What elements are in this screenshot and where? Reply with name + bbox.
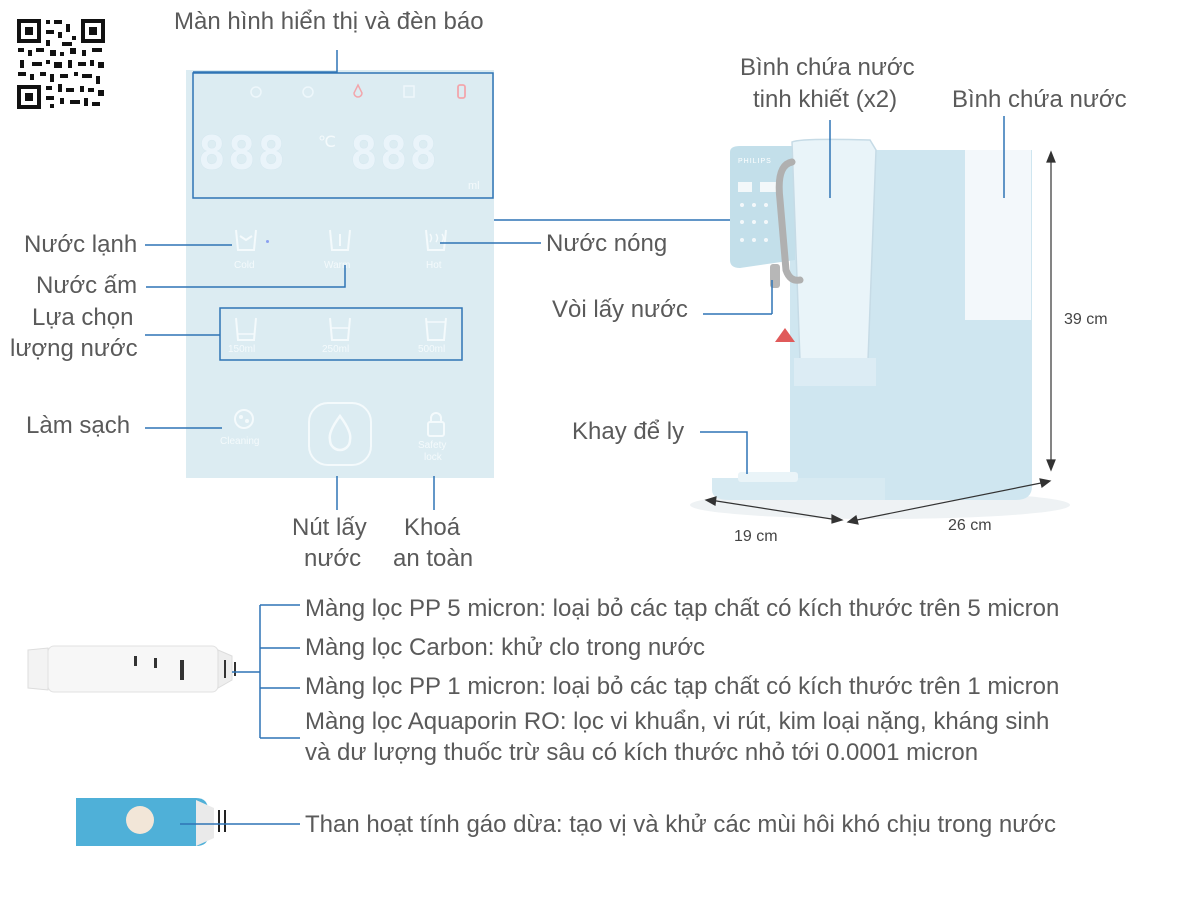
indicator-icons-graphic	[250, 83, 466, 99]
warm-button-label: Warm	[324, 260, 351, 271]
warm-button[interactable]: Warm	[320, 226, 360, 272]
safety-lock-button[interactable]: Safety lock	[412, 410, 462, 470]
label-volume-line2: lượng nước	[10, 335, 138, 362]
qr-code	[16, 18, 106, 110]
dispense-button[interactable]	[308, 402, 372, 466]
display-unit-ml: ml	[468, 180, 480, 192]
cold-button-label: Cold	[234, 260, 255, 271]
volume-150-label: 150ml	[228, 344, 256, 355]
label-lock-line1: Khoá	[404, 514, 461, 541]
label-cold-water: Nước lạnh	[24, 231, 138, 258]
label-tray: Khay để ly	[572, 418, 685, 445]
safety-lock-label-line1: Safety	[418, 440, 447, 451]
volume-highlight-box	[219, 307, 463, 361]
label-volume-line1: Lựa chọn	[32, 304, 134, 331]
volume-500-label: 500ml	[418, 344, 446, 355]
warm-cup-icon	[329, 229, 351, 251]
label-pure-tank-line2: tinh khiết (x2)	[753, 86, 898, 113]
cleaning-icon	[234, 409, 254, 429]
label-lock-line2: an toàn	[393, 545, 474, 572]
hot-button-label: Hot	[426, 260, 442, 271]
hot-button[interactable]: Hot	[416, 226, 456, 272]
cold-button[interactable]: Cold	[226, 226, 266, 272]
dimension-width: 26 cm	[948, 517, 992, 534]
volume-500-button[interactable]: 500ml	[416, 314, 460, 358]
label-display: Màn hình hiển thị và đèn báo	[174, 8, 484, 35]
safety-lock-label-line2: lock	[424, 452, 442, 463]
display-highlight-box	[192, 72, 494, 199]
label-hot-water: Nước nóng	[546, 230, 668, 257]
display-digits-left: 888	[198, 126, 288, 180]
label-faucet: Vòi lấy nước	[552, 296, 688, 323]
dimension-depth: 19 cm	[734, 528, 778, 545]
label-pure-tank-line1: Bình chứa nước	[740, 54, 915, 81]
display-digits-right: 888	[350, 126, 440, 180]
qr-code-graphic	[16, 18, 106, 110]
label-tank: Bình chứa nước	[952, 86, 1127, 113]
filter-pp5-text: Màng lọc PP 5 micron: loại bỏ các tạp ch…	[305, 595, 1060, 622]
label-warm-water: Nước ấm	[36, 272, 138, 299]
label-dispense-line1: Nút lấy	[292, 514, 367, 541]
filter-carbon-text: Màng lọc Carbon: khử clo trong nước	[305, 634, 706, 661]
indicator-icons	[236, 82, 466, 102]
cleaning-button-label: Cleaning	[220, 436, 260, 447]
filter-ro-text-line1: Màng lọc Aquaporin RO: lọc vi khuẩn, vi …	[305, 708, 1050, 735]
volume-150-cup-icon	[235, 317, 257, 341]
filter-coconut-text: Than hoạt tính gáo dừa: tạo vị và khử cá…	[305, 811, 1057, 838]
cleaning-button[interactable]: Cleaning	[216, 406, 276, 450]
filter-pp1-text: Màng lọc PP 1 micron: loại bỏ các tạp ch…	[305, 673, 1060, 700]
water-drop-icon	[328, 413, 352, 452]
brand-logo: PHILIPS	[738, 158, 772, 165]
display-unit-celsius: ℃	[318, 134, 336, 151]
volume-250-cup-icon	[329, 317, 351, 341]
lock-icon	[427, 412, 445, 437]
volume-250-label: 250ml	[322, 344, 350, 355]
filter-ro-text-line2: và dư lượng thuốc trừ sâu có kích thước …	[305, 739, 979, 766]
volume-500-cup-icon	[425, 317, 447, 341]
cold-indicator-dot	[266, 240, 269, 243]
cold-cup-icon	[235, 229, 257, 251]
volume-250-button[interactable]: 250ml	[320, 314, 364, 358]
hot-cup-icon	[425, 229, 447, 251]
dimension-height: 39 cm	[1064, 311, 1108, 328]
label-dispense-line2: nước	[304, 545, 362, 572]
label-cleaning: Làm sạch	[26, 412, 131, 439]
volume-150-button[interactable]: 150ml	[226, 314, 270, 358]
control-panel-closeup: 888 ℃ 888 ml Cold Warm Hot 150ml 250ml 5…	[186, 70, 494, 478]
